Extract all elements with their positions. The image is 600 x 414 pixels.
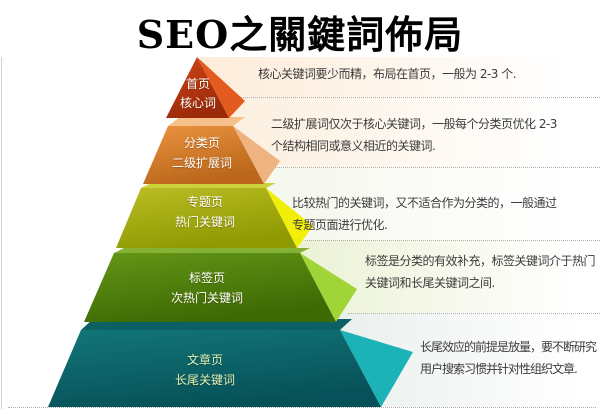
tier-4-keyword: 次热门关键词 — [170, 291, 244, 305]
description-band-2 — [228, 97, 600, 167]
tier-1-side-face — [197, 57, 245, 118]
tier-4-side-face — [300, 253, 357, 322]
tier-2-label: 分类页 二级扩展词 — [172, 133, 232, 173]
tier-5-front-face — [48, 330, 381, 407]
tier-2-top-face — [168, 117, 245, 126]
tier-5-page: 文章页 — [186, 353, 224, 367]
tier-5-side-face — [340, 330, 413, 407]
tier-1-keyword: 核心词 — [179, 96, 217, 110]
tier-5-description: 长尾效应的前提是放量，要不断研究 用户搜索习惯并针对性组织文章. — [420, 340, 597, 376]
tier-1-page: 首页 — [185, 77, 211, 91]
tier-3-description: 比较热门的关键词，又不适合作为分类的，一般通过 专题页面进行优化. — [292, 196, 557, 232]
tier-2-front-face — [143, 126, 264, 184]
tier-5-label: 文章页 长尾关键词 — [175, 350, 235, 390]
tier-4-front-face — [84, 253, 336, 322]
separator-line-bottom — [8, 407, 596, 408]
tier-2-side-face — [233, 126, 280, 184]
description-band-1 — [200, 57, 600, 97]
separator-line-1 — [230, 97, 600, 98]
page-title: SEO之關鍵詞佈局 — [136, 12, 464, 57]
tier-4-top-face — [114, 248, 310, 253]
tier-2-keyword: 二级扩展词 — [171, 156, 233, 170]
tier-1-front-face — [166, 57, 229, 118]
separator-line-3 — [305, 240, 600, 241]
tier-1-label: 首页 核心词 — [180, 75, 216, 113]
tier-3-side-face — [266, 188, 313, 248]
tier-3-keyword: 热门关键词 — [174, 215, 236, 229]
separator-line-4 — [348, 313, 600, 314]
tier-1-description: 核心关键词要少而精，布局在首页，一般为 2-3 个. — [258, 67, 517, 81]
left-edge-line — [1, 57, 2, 409]
tier-3-top-face — [141, 183, 276, 188]
tier-4-description: 标签是分类的有效补充，标签关键词介于热门 关键词和长尾关键词之间. — [365, 254, 596, 290]
tier-4-page: 标签页 — [188, 271, 226, 285]
tier-3-front-face — [116, 188, 297, 248]
tier-2-description: 二级扩展词仅次于核心关键词，一般每个分类页优化 2-3 个结构相同或意义相近的关… — [271, 117, 557, 153]
separator-line-2 — [272, 167, 600, 168]
tier-3-label: 专题页 热门关键词 — [175, 192, 235, 232]
tier-2-page: 分类页 — [183, 136, 221, 150]
tier-3-page: 专题页 — [186, 195, 224, 209]
tier-4-label: 标签页 次热门关键词 — [171, 268, 243, 308]
tier-5-keyword: 长尾关键词 — [174, 373, 236, 387]
